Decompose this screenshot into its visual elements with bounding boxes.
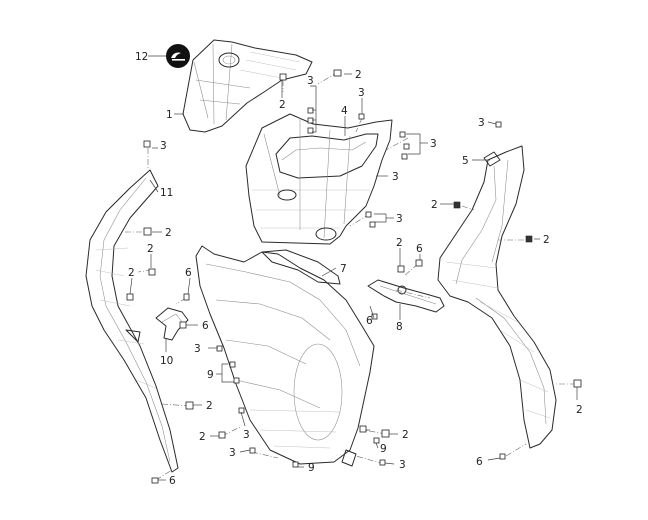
callout-3: 3: [396, 213, 403, 225]
callout-6: 6: [416, 243, 423, 255]
right-side-cover-part: [437, 145, 557, 449]
callout-6: 6: [185, 267, 192, 279]
callout-2: 2: [355, 69, 362, 81]
callout-3: 3: [194, 343, 201, 355]
leader-lines: [129, 55, 578, 481]
callout-5: 5: [462, 155, 469, 167]
callout-12: 12: [135, 51, 148, 63]
callout-1: 1: [166, 109, 173, 121]
callout-6: 6: [366, 315, 373, 327]
callout-3: 3: [399, 459, 406, 471]
callout-labels: 12 1 2 3 2 3 4 3 3 3 3 5 11 2 3 2 2 2 2 …: [128, 51, 583, 487]
callout-4: 4: [341, 105, 348, 117]
callout-9: 9: [380, 443, 387, 455]
callout-3: 3: [392, 171, 399, 183]
small-bracket-part: [155, 307, 189, 341]
center-bracket-part: [367, 279, 445, 313]
callout-3: 3: [243, 429, 250, 441]
callout-2: 2: [279, 99, 286, 111]
callout-3: 3: [430, 138, 437, 150]
callout-2: 2: [165, 227, 172, 239]
callout-7: 7: [340, 263, 347, 275]
callout-10: 10: [160, 355, 173, 367]
callout-2: 2: [206, 400, 213, 412]
left-side-cover-part: [85, 169, 179, 473]
callout-6: 6: [202, 320, 209, 332]
callout-2: 2: [147, 243, 154, 255]
callout-3: 3: [160, 140, 167, 152]
callout-2: 2: [431, 199, 438, 211]
callout-6: 6: [476, 456, 483, 468]
callout-2: 2: [402, 429, 409, 441]
callout-3: 3: [358, 87, 365, 99]
callout-2: 2: [576, 404, 583, 416]
callout-3: 3: [229, 447, 236, 459]
callout-2: 2: [396, 237, 403, 249]
callout-2: 2: [128, 267, 135, 279]
assembly-lines: [124, 71, 576, 481]
callout-3: 3: [478, 117, 485, 129]
callout-6: 6: [169, 475, 176, 487]
fasteners: [126, 69, 582, 484]
callout-3: 3: [307, 75, 314, 87]
callout-8: 8: [396, 321, 403, 333]
callout-9: 9: [308, 462, 315, 474]
callout-2: 2: [543, 234, 550, 246]
upper-nose-cover-part: [182, 39, 313, 133]
callout-2: 2: [199, 431, 206, 443]
logo-badge-part: [166, 44, 190, 68]
callout-9: 9: [207, 369, 214, 381]
callout-11: 11: [160, 187, 173, 199]
